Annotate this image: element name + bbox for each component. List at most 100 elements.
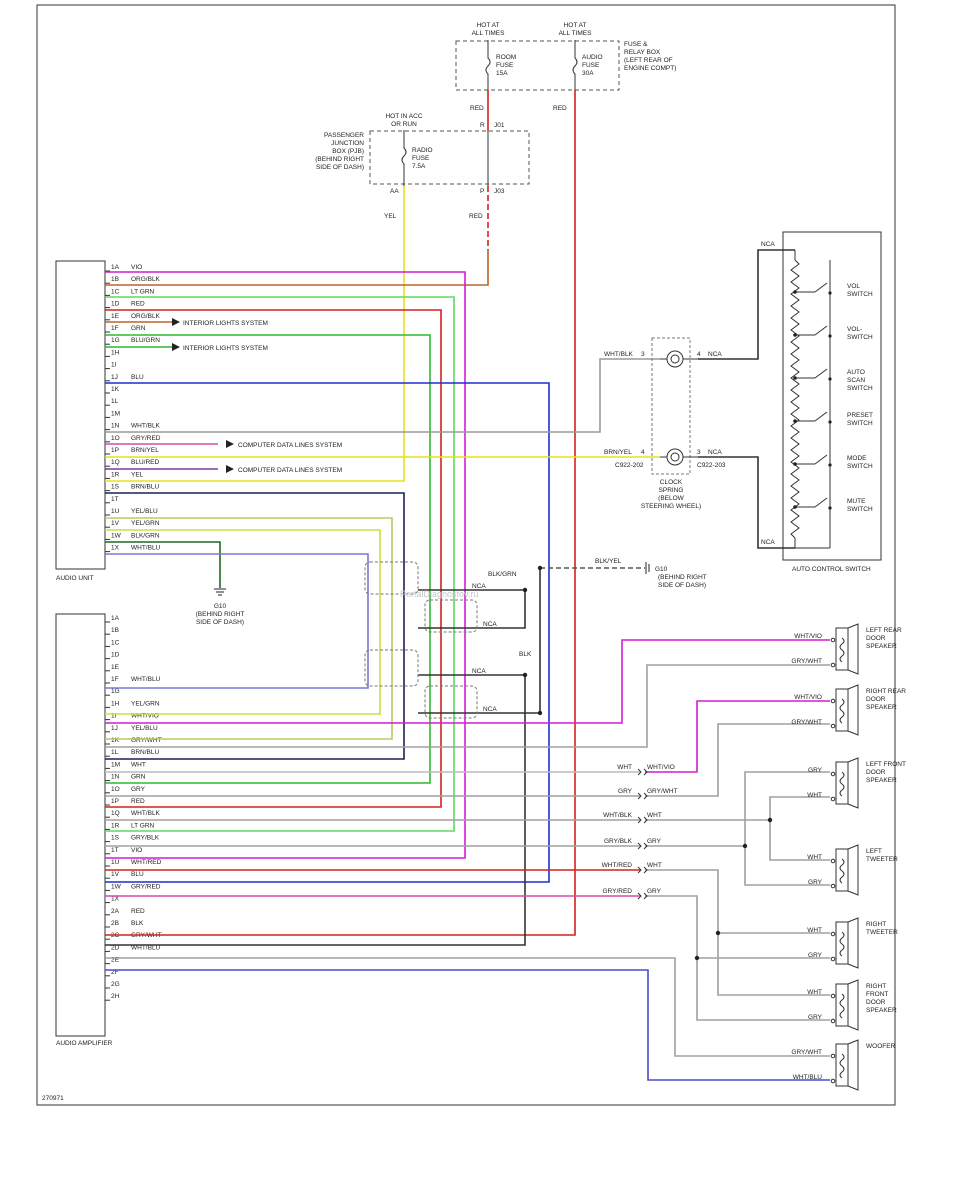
interior-lights-2: INTERIOR LIGHTS SYSTEM bbox=[183, 345, 268, 352]
speaker-name: DOOR bbox=[866, 999, 886, 1006]
connector-wire-a: WHT/RED bbox=[602, 862, 633, 869]
audio-unit-pin: 1K bbox=[111, 386, 120, 393]
amplifier-pin: 1P bbox=[111, 798, 119, 805]
fuse-box-label-4: ENGINE COMPT) bbox=[624, 65, 676, 72]
wire-wht-vio-rr bbox=[645, 700, 830, 773]
radio-fuse-1: RADIO bbox=[412, 147, 433, 154]
amplifier-pin: 1J bbox=[111, 725, 118, 732]
audio-unit-pin: 1B bbox=[111, 276, 119, 283]
speaker-name: TWEETER bbox=[866, 929, 898, 936]
amplifier-pin: 1C bbox=[111, 639, 120, 646]
audio-unit-wire: WHT/BLU bbox=[131, 545, 161, 552]
amplifier-pin: 1L bbox=[111, 749, 119, 756]
wire-wht-rt bbox=[645, 869, 830, 934]
switch-label: SWITCH bbox=[847, 463, 873, 470]
wire-grn bbox=[105, 334, 431, 784]
wire-label-blk: BLK bbox=[519, 651, 532, 658]
speaker-name: SPEAKER bbox=[866, 643, 897, 650]
figure-id: 270971 bbox=[42, 1095, 64, 1102]
auto-control-switch: NCA NCA AUTO CONTROL SWITCH VOLSWITCHVOL… bbox=[761, 231, 882, 573]
ground-g10-right: G10 (BEHIND RIGHT SIDE OF DASH) bbox=[645, 562, 707, 589]
speaker-name: WOOFER bbox=[866, 1043, 896, 1050]
arrow-icon bbox=[172, 318, 180, 326]
g10-right-desc-1: (BEHIND RIGHT bbox=[658, 574, 707, 581]
room-fuse-label-1: ROOM bbox=[496, 54, 516, 61]
speaker-name: SPEAKER bbox=[866, 704, 897, 711]
connector-wire-b: GRY bbox=[647, 888, 662, 895]
wire-label-blk-yel: BLK/YEL bbox=[595, 558, 622, 565]
switch-label: SWITCH bbox=[847, 420, 873, 427]
cs-label-3: (BELOW bbox=[658, 495, 685, 502]
amplifier-pin: 1T bbox=[111, 847, 119, 854]
pjb-label-3: BOX (PJB) bbox=[332, 148, 364, 155]
amplifier-wire: WHT/RED bbox=[131, 859, 162, 866]
speaker-wire-1: WHT bbox=[807, 854, 822, 861]
amplifier-pin: 1O bbox=[111, 786, 120, 793]
wire-label-nca-4: NCA bbox=[483, 706, 497, 713]
amplifier-wire: BLK bbox=[131, 920, 144, 927]
cs-label-4: STEERING WHEEL) bbox=[641, 503, 701, 510]
amplifier-pin: 1U bbox=[111, 859, 120, 866]
wire-wht-lf bbox=[645, 796, 830, 821]
switch-contact-icon bbox=[814, 282, 828, 293]
wire-yel-grn bbox=[105, 529, 381, 715]
speaker-name: DOOR bbox=[866, 696, 886, 703]
audio-amplifier-box bbox=[55, 613, 106, 1037]
audio-unit-pin: 1C bbox=[111, 288, 120, 295]
cs-pin-bot-l: 4 bbox=[641, 449, 645, 456]
speaker-name: SPEAKER bbox=[866, 777, 897, 784]
amplifier-pin: 1E bbox=[111, 664, 120, 671]
clock-spring-coil-icon bbox=[666, 350, 684, 368]
amplifier-pin: 2A bbox=[111, 908, 120, 915]
amplifier-pin: 1W bbox=[111, 883, 122, 890]
amplifier-pin: 1F bbox=[111, 676, 119, 683]
amplifier-wire: WHT/VIO bbox=[131, 713, 159, 720]
cs-pin-top-r: 4 bbox=[697, 351, 701, 358]
speaker-wire-1: WHT/VIO bbox=[794, 694, 822, 701]
hot-label-1a: HOT AT bbox=[477, 22, 500, 29]
connector-wire-a: GRY/RED bbox=[603, 888, 633, 895]
amplifier-wire: BRN/BLU bbox=[131, 749, 159, 756]
connector-wire-a: WHT bbox=[617, 764, 632, 771]
diagram-frame bbox=[36, 4, 896, 1106]
amplifier-wire: WHT/BLK bbox=[131, 810, 161, 817]
speaker-name: LEFT FRONT bbox=[866, 761, 906, 768]
speaker-name: TWEETER bbox=[866, 856, 898, 863]
switch-contact-icon bbox=[814, 497, 828, 508]
wire-gry-lt bbox=[744, 846, 830, 886]
audio-unit-pin: 1Q bbox=[111, 459, 120, 466]
inline-connectors bbox=[364, 561, 478, 719]
g10-right-name: G10 bbox=[655, 566, 668, 573]
cs-pin-bot-r: 3 bbox=[697, 449, 701, 456]
wire-lt-grn bbox=[105, 296, 455, 832]
watermark-text: PortalDiagnostov.ru bbox=[400, 589, 478, 599]
connector-icon bbox=[637, 892, 642, 900]
wire-gry-wht-woofer bbox=[105, 957, 830, 1057]
amplifier-pin: 2G bbox=[111, 981, 120, 988]
switch-label: SWITCH bbox=[847, 506, 873, 513]
wire-label-red-1: RED bbox=[470, 105, 484, 112]
wire-red-audio-fuse bbox=[105, 90, 576, 936]
audio-unit-wire: BLU/GRN bbox=[131, 337, 160, 344]
audio-unit-wire: GRY/RED bbox=[131, 435, 161, 442]
amplifier-pin: 1Q bbox=[111, 810, 120, 817]
speaker-name: DOOR bbox=[866, 635, 886, 642]
connector-wire-a: WHT/BLK bbox=[603, 812, 633, 819]
g10-desc-2: SIDE OF DASH) bbox=[196, 619, 244, 626]
amplifier-pin: 1X bbox=[111, 896, 120, 903]
junction-dot bbox=[537, 565, 543, 571]
speaker-wire-1: GRY bbox=[808, 767, 823, 774]
clock-spring-coil-icon bbox=[666, 448, 684, 466]
audio-unit-wire: YEL bbox=[131, 471, 144, 478]
audio-unit-wire: RED bbox=[131, 301, 145, 308]
wire-blk-2b bbox=[105, 675, 526, 946]
speaker-name: LEFT bbox=[866, 848, 882, 855]
amplifier-wire: YEL/GRN bbox=[131, 700, 160, 707]
wire-label-nca-1: NCA bbox=[472, 583, 486, 590]
amplifier-wire: VIO bbox=[131, 847, 142, 854]
junction-dot bbox=[742, 843, 748, 849]
